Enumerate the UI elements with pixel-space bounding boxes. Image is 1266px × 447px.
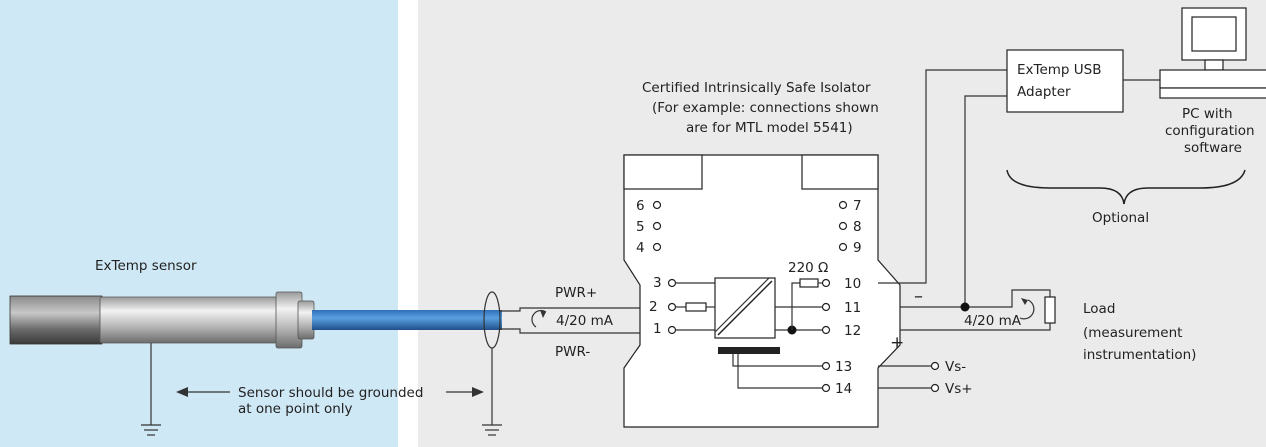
minus-sign: – — [914, 286, 923, 307]
terminal-3: 3 — [653, 275, 715, 291]
pc-label-line3: software — [1184, 140, 1242, 156]
vs-plus-terminal — [930, 383, 940, 393]
svg-text:13: 13 — [835, 359, 852, 375]
vs-minus-label: Vs- — [945, 359, 966, 375]
svg-text:10: 10 — [844, 276, 861, 292]
sensor-body — [99, 296, 281, 344]
wire-usb-b — [964, 95, 1007, 307]
extemp-sensor — [9, 291, 502, 349]
terminal-9: 9 — [838, 240, 862, 256]
isolator-symbol-icon — [714, 277, 776, 339]
sensor-cable — [312, 310, 502, 330]
wire-usb-a — [878, 69, 1007, 284]
svg-text:12: 12 — [844, 323, 861, 339]
svg-text:11: 11 — [844, 300, 861, 316]
left-arrow-icon — [176, 387, 230, 397]
isolator-title-line2: (For example: connections shown — [652, 100, 879, 116]
isolator-title-line3: are for MTL model 5541) — [686, 120, 853, 136]
ground-note-line1: Sensor should be grounded — [238, 385, 423, 401]
svg-text:4: 4 — [636, 240, 645, 256]
svg-text:9: 9 — [853, 240, 862, 256]
terminal-8: 8 — [838, 219, 862, 235]
isolator-title-line1: Certified Intrinsically Safe Isolator — [642, 80, 871, 96]
terminal-12: 12 — [775, 307, 861, 339]
load-label-line1: Load — [1083, 301, 1115, 317]
current-arrow-icon — [531, 309, 547, 328]
ground-icon — [482, 348, 502, 436]
power-bus-bar — [718, 347, 780, 354]
svg-text:6: 6 — [636, 198, 645, 214]
terminal-5: 5 — [636, 219, 662, 235]
terminal-1: 1 — [653, 321, 715, 337]
isolator-label-slot-left — [623, 154, 703, 190]
terminal-10: 10 — [791, 276, 861, 307]
terminal-7: 7 — [838, 198, 862, 214]
pc-label-line1: PC with — [1182, 106, 1233, 122]
wire-pwr-plus — [500, 307, 640, 312]
usb-adapter-label-line2: Adapter — [1017, 84, 1071, 100]
svg-text:2: 2 — [649, 299, 658, 315]
current-right-label: 4/20 mA — [964, 313, 1022, 329]
pc-icon — [1159, 7, 1266, 99]
svg-text:7: 7 — [853, 198, 862, 214]
terminal-2: 2 — [649, 299, 715, 315]
terminal-14: 14 — [737, 354, 852, 397]
load-label-line2: (measurement — [1083, 325, 1182, 341]
sensor-label: ExTemp sensor — [95, 258, 197, 274]
current-arrow-icon — [1019, 298, 1035, 320]
pc-label-line2: configuration — [1165, 123, 1255, 139]
junction-node — [960, 302, 970, 312]
pwr-minus-label: PWR- — [555, 344, 590, 360]
pwr-plus-label: PWR+ — [555, 285, 597, 301]
terminal-4: 4 — [636, 240, 662, 256]
usb-adapter-label-line1: ExTemp USB — [1017, 62, 1102, 78]
usb-adapter-box — [1006, 49, 1124, 113]
svg-text:14: 14 — [835, 381, 852, 397]
terminal-13: 13 — [732, 354, 852, 375]
svg-text:3: 3 — [653, 275, 662, 291]
current-left-label: 4/20 mA — [556, 313, 614, 329]
resistor-icon — [799, 278, 819, 288]
svg-text:1: 1 — [653, 321, 662, 337]
sensor-gland-nut — [297, 300, 315, 340]
vs-plus-label: Vs+ — [945, 381, 973, 397]
page-gap — [398, 0, 418, 447]
isolator-label-slot-right — [801, 154, 879, 190]
svg-text:8: 8 — [853, 219, 862, 235]
right-arrow-icon — [446, 387, 484, 397]
resistor-value-label: 220 Ω — [788, 260, 828, 276]
load-label-line3: instrumentation) — [1083, 347, 1196, 363]
ground-icon — [141, 343, 161, 436]
plus-sign: + — [890, 333, 904, 353]
wire-pwr-minus — [500, 328, 640, 334]
optional-label: Optional — [1092, 210, 1149, 226]
vs-minus-terminal — [930, 361, 940, 371]
svg-text:5: 5 — [636, 219, 645, 235]
terminal-11: 11 — [775, 300, 861, 316]
terminal-6: 6 — [636, 198, 662, 214]
wire-out-minus — [900, 289, 1051, 308]
sensor-threaded-tip — [9, 295, 103, 345]
wire-out-plus — [900, 323, 1051, 331]
resistor-icon — [685, 302, 707, 312]
ground-note-line2: at one point only — [238, 401, 353, 417]
sensor-zone — [0, 0, 398, 447]
optional-brace — [1006, 169, 1246, 205]
load-resistor-icon — [1044, 296, 1056, 324]
